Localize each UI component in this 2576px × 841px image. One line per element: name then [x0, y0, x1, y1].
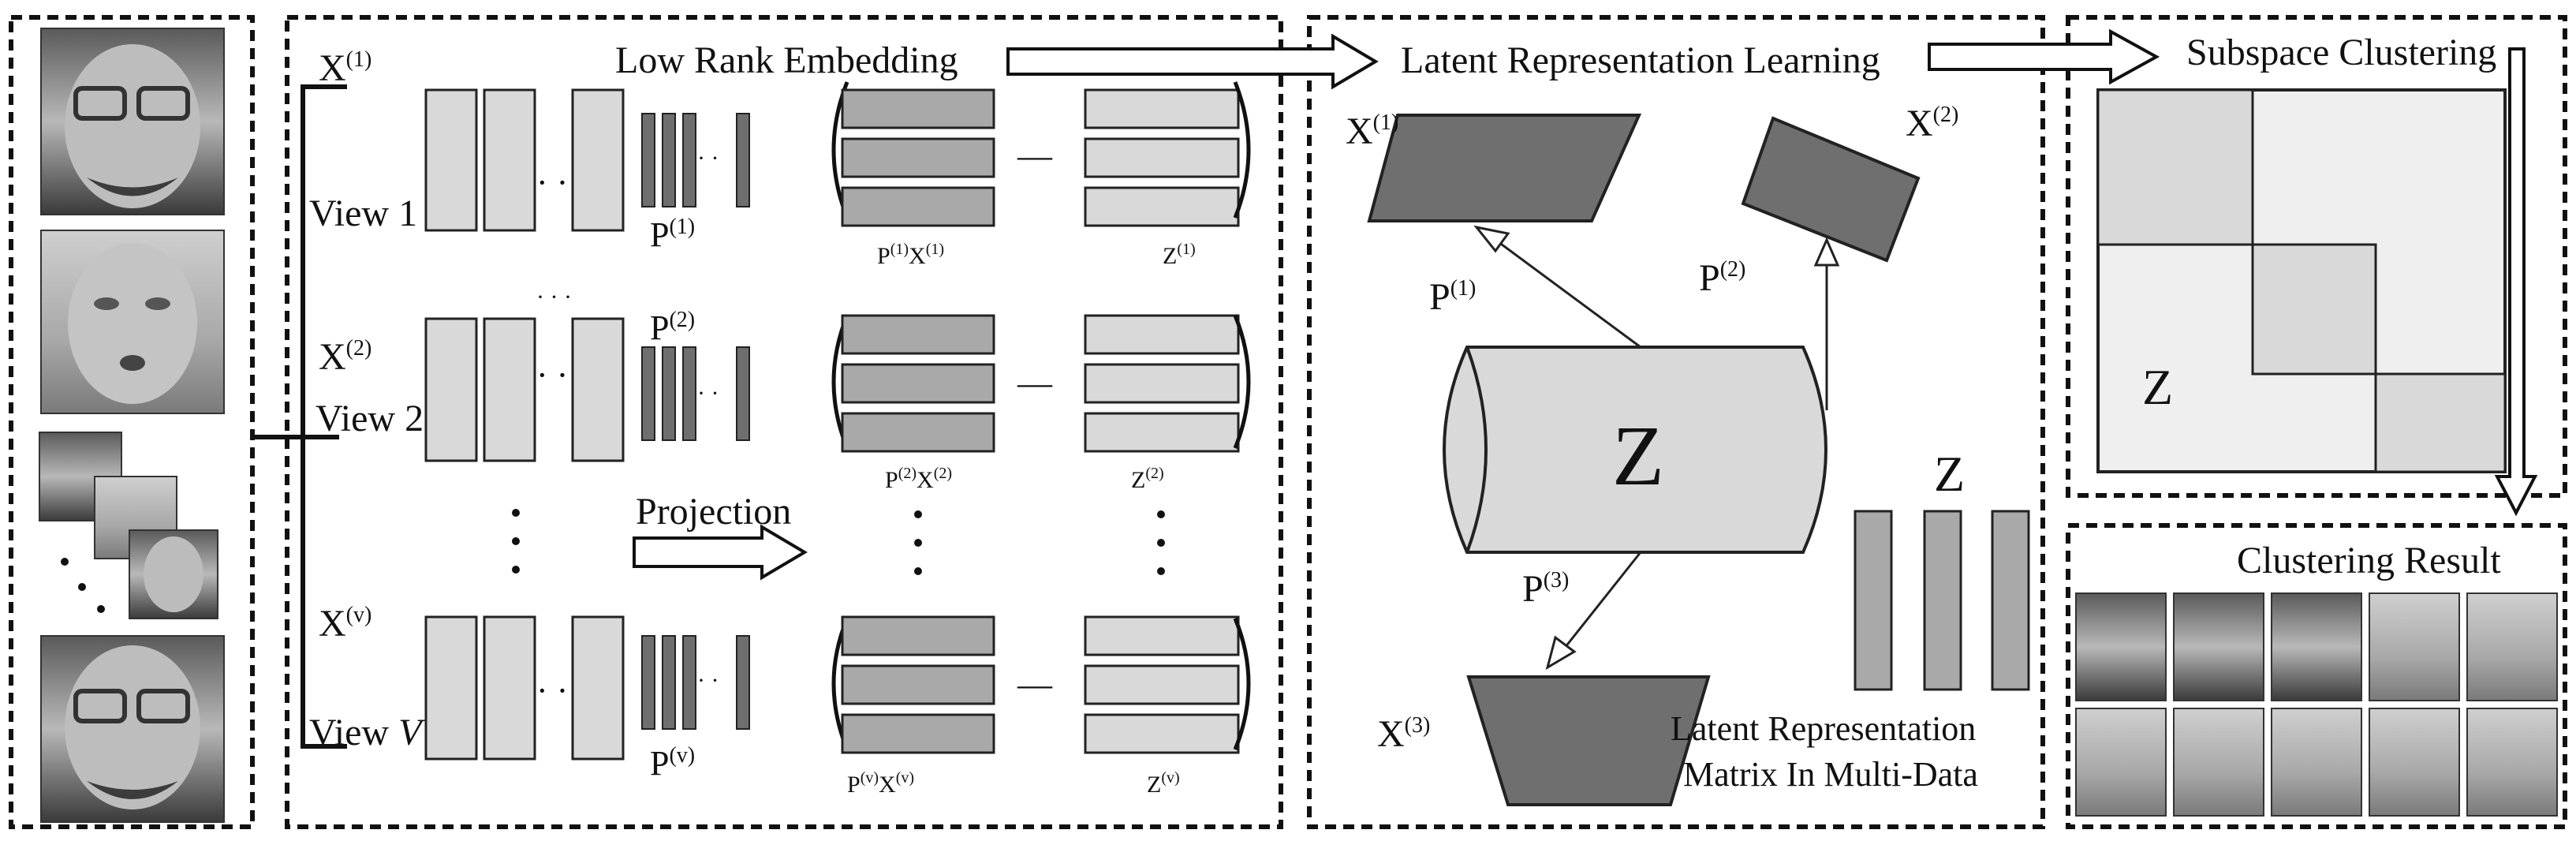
face-photo-1: [40, 28, 225, 215]
viewv-p-sup: (v): [669, 743, 695, 768]
latent-p3: P: [1522, 568, 1544, 610]
x2-block: [1741, 116, 1921, 263]
arrow-head-p1: [1473, 225, 1510, 253]
subspace-z-label: Z: [2142, 359, 2173, 415]
arrow-head-p3: [1545, 635, 1577, 671]
cylinder-z: Z: [1443, 346, 1827, 554]
svg-text:X(1): X(1): [319, 47, 371, 89]
view1-p-sup: (1): [669, 215, 695, 239]
svg-text:P(3): P(3): [1522, 568, 1569, 610]
svg-text:P(v)X(v): P(v)X(v): [847, 769, 914, 798]
view2-x-sup: (2): [346, 336, 372, 361]
face-photo-stack: [39, 432, 218, 619]
vertical-dots: [512, 509, 1165, 575]
latent-title: Latent Representation Learning: [1401, 39, 1880, 81]
view-2-row: X(2) View 2 · · · · · P(2) — P(2)X(2) Z(…: [315, 308, 1251, 493]
svg-text:P(2): P(2): [1699, 257, 1745, 299]
svg-text:P(2): P(2): [650, 308, 695, 347]
svg-text:X(3): X(3): [1377, 713, 1430, 755]
svg-text:P(2)X(2): P(2)X(2): [885, 465, 952, 493]
result-faces-row-2: [2075, 708, 2558, 817]
svg-text:View V: View V: [309, 712, 425, 753]
view-bracket: [301, 84, 347, 749]
arrow-to-latent: [1006, 33, 1379, 90]
latent-x3: X: [1377, 713, 1405, 755]
view2-p: P: [650, 308, 669, 347]
face-photo-3: [40, 635, 225, 823]
svg-text:· · ·: · · ·: [536, 284, 572, 310]
svg-text:Z(1): Z(1): [1163, 241, 1196, 269]
viewv-minus: —: [1017, 665, 1053, 704]
view-1-row: X(1) View 1 · · · · · P(1) — P(1)X(1) Z(…: [309, 47, 1251, 269]
viewv-label: View: [309, 712, 398, 753]
panel-faces: [9, 15, 255, 829]
viewv-x: X: [319, 603, 346, 645]
face-photo-2: [40, 230, 225, 414]
latent-p2: P: [1699, 257, 1720, 299]
svg-text:P(1)X(1): P(1)X(1): [877, 241, 944, 269]
view1-p: P: [650, 215, 669, 254]
latent-x1: X: [1346, 110, 1373, 152]
svg-text:X(1): X(1): [1346, 110, 1398, 152]
arrow-to-subspace: [1928, 28, 2160, 85]
latent-caption-2: Matrix In Multi-Data: [1683, 755, 1978, 794]
embedding-title: Low Rank Embedding: [615, 39, 958, 81]
z-matrix-bar-2: [1923, 510, 1962, 691]
arrow-head-p2: [1813, 237, 1840, 267]
view2-label: View 2: [315, 398, 424, 439]
latent-z-matrix-label: Z: [1934, 446, 1965, 502]
panel-subspace: [2066, 15, 2567, 498]
view1-minus: —: [1017, 136, 1053, 175]
panel-latent: [1307, 15, 2045, 829]
panel-embedding: [285, 15, 1283, 829]
view1-label: View 1: [309, 192, 417, 234]
svg-text:Z(v): Z(v): [1147, 769, 1180, 798]
view-v-row: X(v) View V · · · · · P(v) — P(v)X(v) Z(…: [309, 603, 1251, 798]
subspace-title: Subspace Clustering: [2186, 32, 2496, 73]
viewv-x-sup: (v): [346, 603, 372, 627]
svg-text:P(v): P(v): [650, 743, 695, 783]
view2-p-sup: (2): [669, 308, 695, 332]
projection-arrow: [633, 524, 808, 581]
svg-text:P(1): P(1): [650, 215, 695, 254]
svg-text:X(2): X(2): [319, 336, 371, 378]
latent-p1: P: [1429, 276, 1450, 318]
result-faces-row-1: [2075, 592, 2558, 701]
svg-text:· ·: · ·: [697, 145, 719, 171]
affinity-matrix: Z: [2096, 88, 2507, 473]
z-matrix-bar-3: [1991, 510, 2030, 691]
view2-minus: —: [1017, 364, 1053, 402]
projection-label: Projection: [636, 491, 791, 533]
x3-trapezoid: [1466, 675, 1711, 806]
latent-caption-1: Latent Representation: [1671, 709, 1976, 748]
svg-text:· ·: · ·: [697, 380, 719, 406]
cylinder-z-label: Z: [1612, 409, 1664, 503]
view1-x-sup: (1): [346, 47, 372, 72]
x1-parallelogram: [1367, 114, 1642, 222]
viewv-p: P: [650, 744, 669, 783]
svg-text:Z(2): Z(2): [1131, 465, 1164, 493]
view2-x: X: [319, 336, 346, 378]
svg-text:P(1): P(1): [1429, 276, 1476, 318]
view1-x: X: [319, 47, 346, 89]
latent-x2: X: [1906, 103, 1933, 144]
svg-text:X(2): X(2): [1906, 103, 1958, 144]
result-title: Clustering Result: [2237, 540, 2501, 581]
svg-text:· ·: · ·: [697, 667, 719, 693]
z-matrix-bar-1: [1854, 510, 1893, 691]
arrow-to-result: [2494, 47, 2538, 517]
svg-text:X(v): X(v): [319, 603, 371, 645]
